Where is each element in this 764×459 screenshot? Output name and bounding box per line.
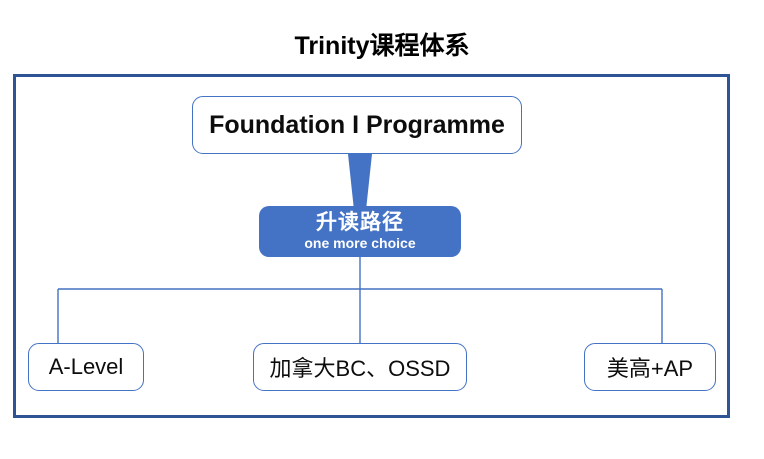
node-bc-ossd-label: 加拿大BC、OSSD [269, 356, 451, 381]
node-us-ap[interactable]: 美高+AP [584, 343, 716, 391]
node-us-ap-label: 美高+AP [606, 356, 694, 381]
node-bc-ossd[interactable]: 加拿大BC、OSSD [253, 343, 467, 391]
node-foundation-programme[interactable]: Foundation I Programme [192, 96, 522, 154]
node-pathway-label: 升读路径 [316, 210, 404, 234]
node-foundation-programme-label: Foundation I Programme [209, 110, 505, 139]
diagram-frame [13, 74, 730, 418]
node-pathway-sublabel: one more choice [304, 234, 416, 251]
node-a-level-label: A-Level [48, 354, 124, 379]
node-pathway[interactable]: 升读路径 one more choice [259, 206, 461, 257]
node-a-level[interactable]: A-Level [28, 343, 144, 391]
page-title: Trinity课程体系 [294, 32, 470, 60]
